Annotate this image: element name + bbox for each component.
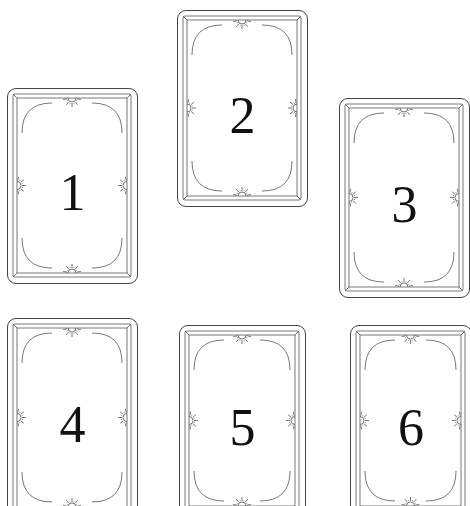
frame-line bbox=[13, 94, 131, 277]
sun-ornament bbox=[233, 187, 251, 196]
frame-line bbox=[127, 324, 131, 328]
sun-ornament bbox=[189, 412, 198, 430]
card: 6 bbox=[350, 325, 470, 506]
sun-ornament bbox=[233, 20, 251, 29]
frame-line bbox=[183, 196, 187, 200]
frame-ornament bbox=[22, 333, 122, 502]
frame-line bbox=[189, 335, 295, 506]
card-frame bbox=[345, 104, 463, 291]
card-frame bbox=[356, 331, 465, 506]
card-number: 6 bbox=[398, 388, 424, 454]
card-frame bbox=[185, 331, 299, 506]
card: 1 bbox=[7, 88, 138, 284]
frame-line bbox=[185, 331, 299, 506]
frame-ornament bbox=[22, 103, 122, 268]
frame-line bbox=[183, 16, 187, 20]
frame-line bbox=[356, 331, 360, 335]
frame-ornament bbox=[192, 25, 292, 191]
frame-line bbox=[459, 287, 463, 291]
card: 3 bbox=[339, 98, 470, 298]
card-number: 2 bbox=[230, 76, 256, 142]
sun-ornament bbox=[63, 98, 81, 107]
frame-line bbox=[13, 324, 17, 328]
frame-line bbox=[185, 331, 189, 335]
card-frame bbox=[13, 324, 131, 506]
frame-line bbox=[17, 328, 127, 506]
frame-line bbox=[459, 104, 463, 108]
sun-ornament bbox=[233, 335, 251, 344]
sun-ornament bbox=[63, 498, 81, 506]
frame-line bbox=[183, 16, 301, 200]
sun-ornament bbox=[395, 108, 413, 117]
frame-line bbox=[356, 331, 465, 506]
sun-ornament bbox=[187, 99, 196, 117]
frame-line bbox=[127, 94, 131, 98]
sun-ornament bbox=[63, 328, 81, 337]
frame-line bbox=[360, 335, 461, 506]
frame-line bbox=[345, 104, 349, 108]
card-number: 3 bbox=[392, 165, 418, 231]
card: 4 bbox=[7, 318, 138, 506]
sun-ornament bbox=[288, 99, 297, 117]
frame-ornament bbox=[354, 113, 454, 282]
card-number: 4 bbox=[60, 385, 86, 451]
frame-line bbox=[13, 273, 17, 277]
sun-ornament bbox=[402, 335, 420, 344]
card: 5 bbox=[179, 325, 306, 506]
card-frame bbox=[183, 16, 301, 200]
sun-ornament bbox=[349, 189, 358, 207]
frame-line bbox=[461, 331, 465, 335]
sun-ornament bbox=[395, 278, 413, 287]
card-frame bbox=[13, 94, 131, 277]
sun-ornament bbox=[118, 409, 127, 427]
frame-line bbox=[13, 324, 131, 506]
sun-ornament bbox=[360, 412, 369, 430]
frame-line bbox=[345, 104, 463, 291]
sun-ornament bbox=[402, 497, 420, 506]
sun-ornament bbox=[450, 189, 459, 207]
sun-ornament bbox=[118, 177, 127, 195]
frame-line bbox=[187, 20, 297, 196]
sun-ornament bbox=[63, 264, 81, 273]
frame-line bbox=[127, 273, 131, 277]
frame-line bbox=[13, 94, 17, 98]
sun-ornament bbox=[17, 409, 26, 427]
frame-line bbox=[17, 98, 127, 273]
frame-line bbox=[295, 331, 299, 335]
frame-ornament bbox=[194, 340, 290, 501]
frame-line bbox=[297, 16, 301, 20]
sun-ornament bbox=[286, 412, 295, 430]
frame-line bbox=[297, 196, 301, 200]
card: 2 bbox=[177, 10, 308, 207]
card-number: 1 bbox=[60, 153, 86, 219]
sun-ornament bbox=[233, 497, 251, 506]
frame-line bbox=[345, 287, 349, 291]
sun-ornament bbox=[17, 177, 26, 195]
frame-line bbox=[349, 108, 459, 287]
sun-ornament bbox=[452, 412, 461, 430]
frame-ornament bbox=[365, 340, 456, 501]
card-number: 5 bbox=[230, 388, 256, 454]
